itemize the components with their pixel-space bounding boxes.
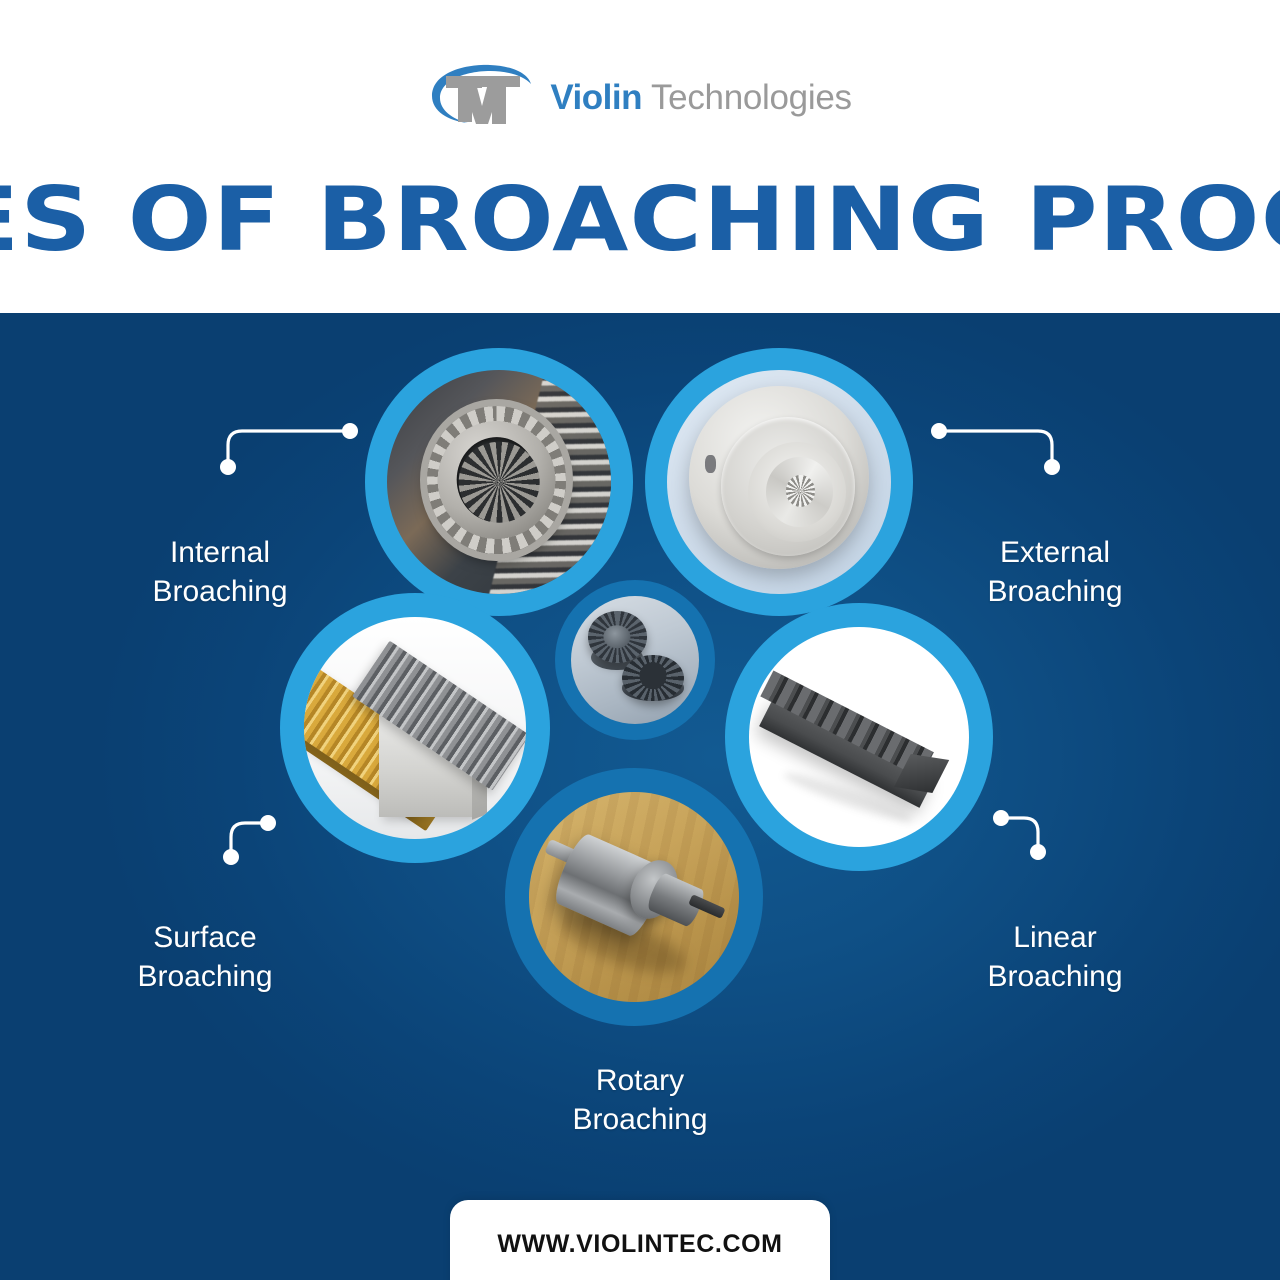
label-line-1: Internal	[169, 536, 271, 569]
page-title: TYPES OF BROACHING PROCESS	[0, 168, 1280, 271]
image-center-hub	[571, 596, 699, 724]
label-line-2: Broaching	[572, 1103, 708, 1136]
label-rotary-broaching: Rotary Broaching	[490, 1061, 790, 1139]
image-surface-broaching	[304, 617, 526, 839]
label-external-broaching: External Broaching	[905, 533, 1205, 611]
petal-internal-broaching[interactable]	[365, 348, 633, 616]
label-line-1: Surface	[153, 921, 257, 954]
brand-name-primary: Violin	[550, 78, 642, 117]
label-line-1: Rotary	[595, 1064, 685, 1097]
brand-name-secondary: Technologies	[650, 78, 852, 117]
label-surface-broaching: Surface Broaching	[55, 918, 355, 996]
label-line-2: Broaching	[987, 960, 1123, 993]
petal-external-broaching[interactable]	[645, 348, 913, 616]
brand-logo: Violin Technologies	[0, 58, 1280, 138]
petal-surface-broaching[interactable]	[280, 593, 550, 863]
label-line-2: Broaching	[152, 575, 288, 608]
connector-internal	[220, 423, 360, 475]
footer-website-pill[interactable]: WWW.VIOLINTEC.COM	[450, 1200, 830, 1280]
label-line-2: Broaching	[987, 575, 1123, 608]
vt-monogram-icon	[428, 62, 534, 134]
image-linear-broaching	[749, 627, 969, 847]
image-internal-broaching	[387, 370, 611, 594]
footer-website-text: WWW.VIOLINTEC.COM	[497, 1229, 783, 1258]
petal-center-hub[interactable]	[555, 580, 715, 740]
image-external-broaching	[667, 370, 891, 594]
connector-linear	[990, 808, 1070, 868]
image-rotary-broaching	[529, 792, 739, 1002]
connector-external	[930, 423, 1060, 475]
petal-linear-broaching[interactable]	[725, 603, 993, 871]
label-linear-broaching: Linear Broaching	[905, 918, 1205, 996]
label-line-1: Linear	[1013, 921, 1097, 954]
brand-wordmark: Violin Technologies	[550, 78, 852, 118]
diagram-area: Internal Broaching External Broaching Su…	[0, 313, 1280, 1280]
broaching-types-cluster	[255, 348, 1045, 1078]
label-internal-broaching: Internal Broaching	[70, 533, 370, 611]
connector-surface	[205, 813, 285, 873]
label-line-2: Broaching	[137, 960, 273, 993]
header-band: Violin Technologies TYPES OF BROACHING P…	[0, 0, 1280, 313]
petal-rotary-broaching[interactable]	[505, 768, 763, 1026]
label-line-1: External	[999, 536, 1111, 569]
